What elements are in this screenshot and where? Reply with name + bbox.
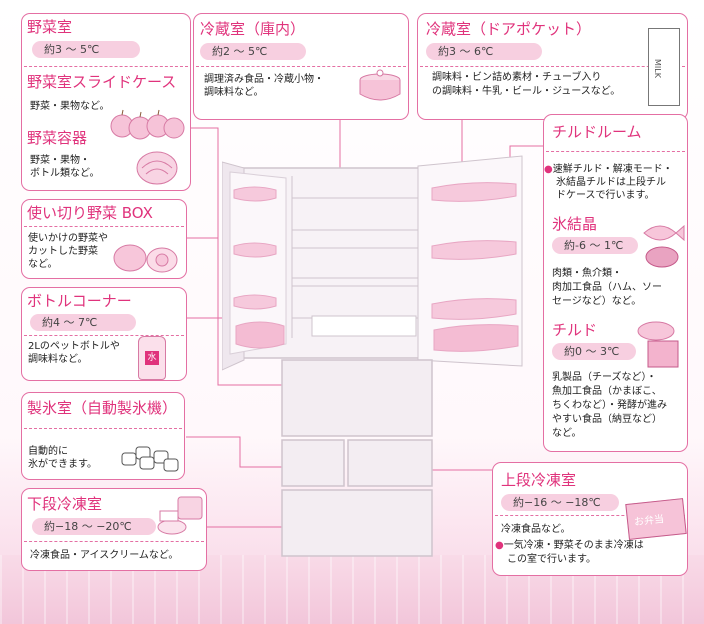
ice-maker-title: 製氷室（自動製氷機） (27, 399, 178, 417)
chilled-room-note-3: ドケースで行います。 (556, 190, 655, 201)
vegetable-container-title: 野菜容器 (27, 129, 88, 147)
ice-crystal-temp: 約-6 ～ 1℃ (552, 237, 638, 254)
slide-case-desc: 野菜・果物など。 (30, 101, 110, 112)
bottle-corner-temp: 約4 ～ 7℃ (30, 314, 136, 331)
vegetable-room-box: 野菜室 約3 ～ 5℃ 野菜室スライドケース 野菜・果物など。 野菜容器 野菜・… (21, 13, 191, 191)
chilled-desc-1: 乳製品（チーズなど）・ (552, 372, 657, 383)
fridge-door-desc-2: の調味料・牛乳・ビール・ジュースなど。 (432, 86, 621, 97)
leftover-box-title: 使い切り野菜 BOX (27, 204, 153, 222)
fridge-inner-box: 冷蔵室（庫内） 約2 ～ 5℃ 調理済み食品・冷蔵小物・ 調味料など。 (193, 13, 409, 120)
milk-label: MILK (653, 59, 662, 78)
lower-freezer-title: 下段冷凍室 (27, 495, 103, 513)
cabbage-icon (136, 151, 178, 185)
fridge-inner-desc-1: 調理済み食品・冷蔵小物・ (204, 74, 324, 85)
cut-vegetables-icon (113, 244, 178, 273)
water-label: 水 (145, 351, 159, 365)
ice-maker-desc-1: 自動的に (28, 446, 68, 457)
leftover-desc-2: カットした野菜 (28, 246, 98, 257)
ice-crystal-title: 氷結晶 (552, 215, 598, 233)
vegetable-room-temp: 約3 ～ 5℃ (32, 41, 140, 58)
fridge-inner-title: 冷蔵室（庫内） (200, 20, 306, 38)
ice-maker-desc-2: 氷ができます。 (28, 459, 97, 470)
lower-freezer-box: 下段冷凍室 約−18 ～ −20℃ 冷凍食品・アイスクリームなど。 (21, 488, 207, 571)
chilled-desc-4: やすい食品（納豆など） (552, 414, 662, 425)
fridge-inner-desc-2: 調味料など。 (204, 87, 264, 98)
refrigerator-illustration (222, 155, 523, 557)
upper-freezer-title: 上段冷凍室 (501, 471, 577, 489)
bento-label: お弁当 (633, 514, 665, 529)
leftover-desc-1: 使いかけの野菜や (28, 233, 108, 244)
cheese-natto-icon (637, 321, 679, 368)
chilled-room-note-2: 氷結晶チルドは上段チル (556, 177, 666, 188)
chilled-room-note-1: ●速鮮チルド・解凍モード・ (544, 164, 673, 175)
ice-maker-box: 製氷室（自動製氷機） 自動的に 氷ができます。 (21, 392, 185, 480)
lower-freezer-desc: 冷凍食品・アイスクリームなど。 (30, 550, 179, 561)
leftover-desc-3: など。 (28, 259, 58, 270)
line-ice-maker (186, 436, 300, 468)
bottle-corner-title: ボトルコーナー (27, 292, 132, 310)
milk-carton-icon: MILK (648, 28, 680, 106)
ice-crystal-desc-3: セージなど）など。 (552, 296, 642, 307)
ice-crystal-desc-2: 肉加工食品（ハム、ソー (552, 282, 662, 293)
leftover-box: 使い切り野菜 BOX 使いかけの野菜や カットした野菜 など。 (21, 199, 187, 279)
upper-freezer-note-1: ●一気冷凍・野菜そのまま冷凍は (495, 540, 644, 551)
fridge-door-title: 冷蔵室（ドアポケット） (426, 20, 592, 38)
vegetable-container-desc-1: 野菜・果物・ (30, 155, 90, 166)
chilled-desc-3: ちくわなど）・発酵が進み (552, 400, 667, 411)
vegetable-room-title: 野菜室 (27, 18, 73, 36)
frozen-food-icon (157, 496, 203, 535)
ice-cubes-icon (121, 446, 179, 472)
bento-package-icon: お弁当 (625, 498, 687, 540)
chilled-temp: 約0 ～ 3℃ (552, 343, 636, 360)
chilled-desc-5: など。 (552, 428, 582, 439)
upper-freezer-box: 上段冷凍室 約−16 ～ −18℃ 冷凍食品など。 ●一気冷凍・野菜そのまま冷凍… (492, 462, 688, 576)
vegetable-container-desc-2: ボトル類など。 (30, 168, 100, 179)
upper-freezer-temp: 約−16 ～ −18℃ (501, 494, 619, 511)
ice-crystal-desc-1: 肉類・魚介類・ (552, 268, 622, 279)
chilled-room-box: チルドルーム ●速鮮チルド・解凍モード・ 氷結晶チルドは上段チル ドケースで行い… (543, 114, 688, 452)
fridge-inner-temp: 約2 ～ 5℃ (200, 43, 306, 60)
chilled-room-title: チルドルーム (552, 123, 642, 141)
upper-freezer-desc: 冷凍食品など。 (501, 524, 571, 535)
bottle-corner-desc-1: 2Lのペットボトルや (28, 341, 120, 352)
fridge-door-temp: 約3 ～ 6℃ (426, 43, 542, 60)
fish-meat-icon (643, 224, 685, 268)
fridge-door-desc-1: 調味料・ビン詰め素材・チューブ入り (432, 72, 602, 83)
pot-icon (359, 69, 401, 101)
water-bottle-icon: 水 (138, 336, 166, 380)
upper-freezer-note-2: この室で行います。 (507, 554, 596, 565)
fruits-icon (110, 109, 185, 140)
slide-case-title: 野菜室スライドケース (27, 73, 177, 91)
bottle-corner-desc-2: 調味料など。 (28, 354, 88, 365)
bottle-corner-box: ボトルコーナー 約4 ～ 7℃ 2Lのペットボトルや 調味料など。 水 (21, 287, 187, 381)
chilled-desc-2: 魚加工食品（かまぼこ、 (552, 386, 662, 397)
lower-freezer-temp: 約−18 ～ −20℃ (32, 518, 156, 535)
fridge-door-box: 冷蔵室（ドアポケット） 約3 ～ 6℃ 調味料・ビン詰め素材・チューブ入り の調… (417, 13, 688, 120)
chilled-title: チルド (552, 321, 598, 339)
